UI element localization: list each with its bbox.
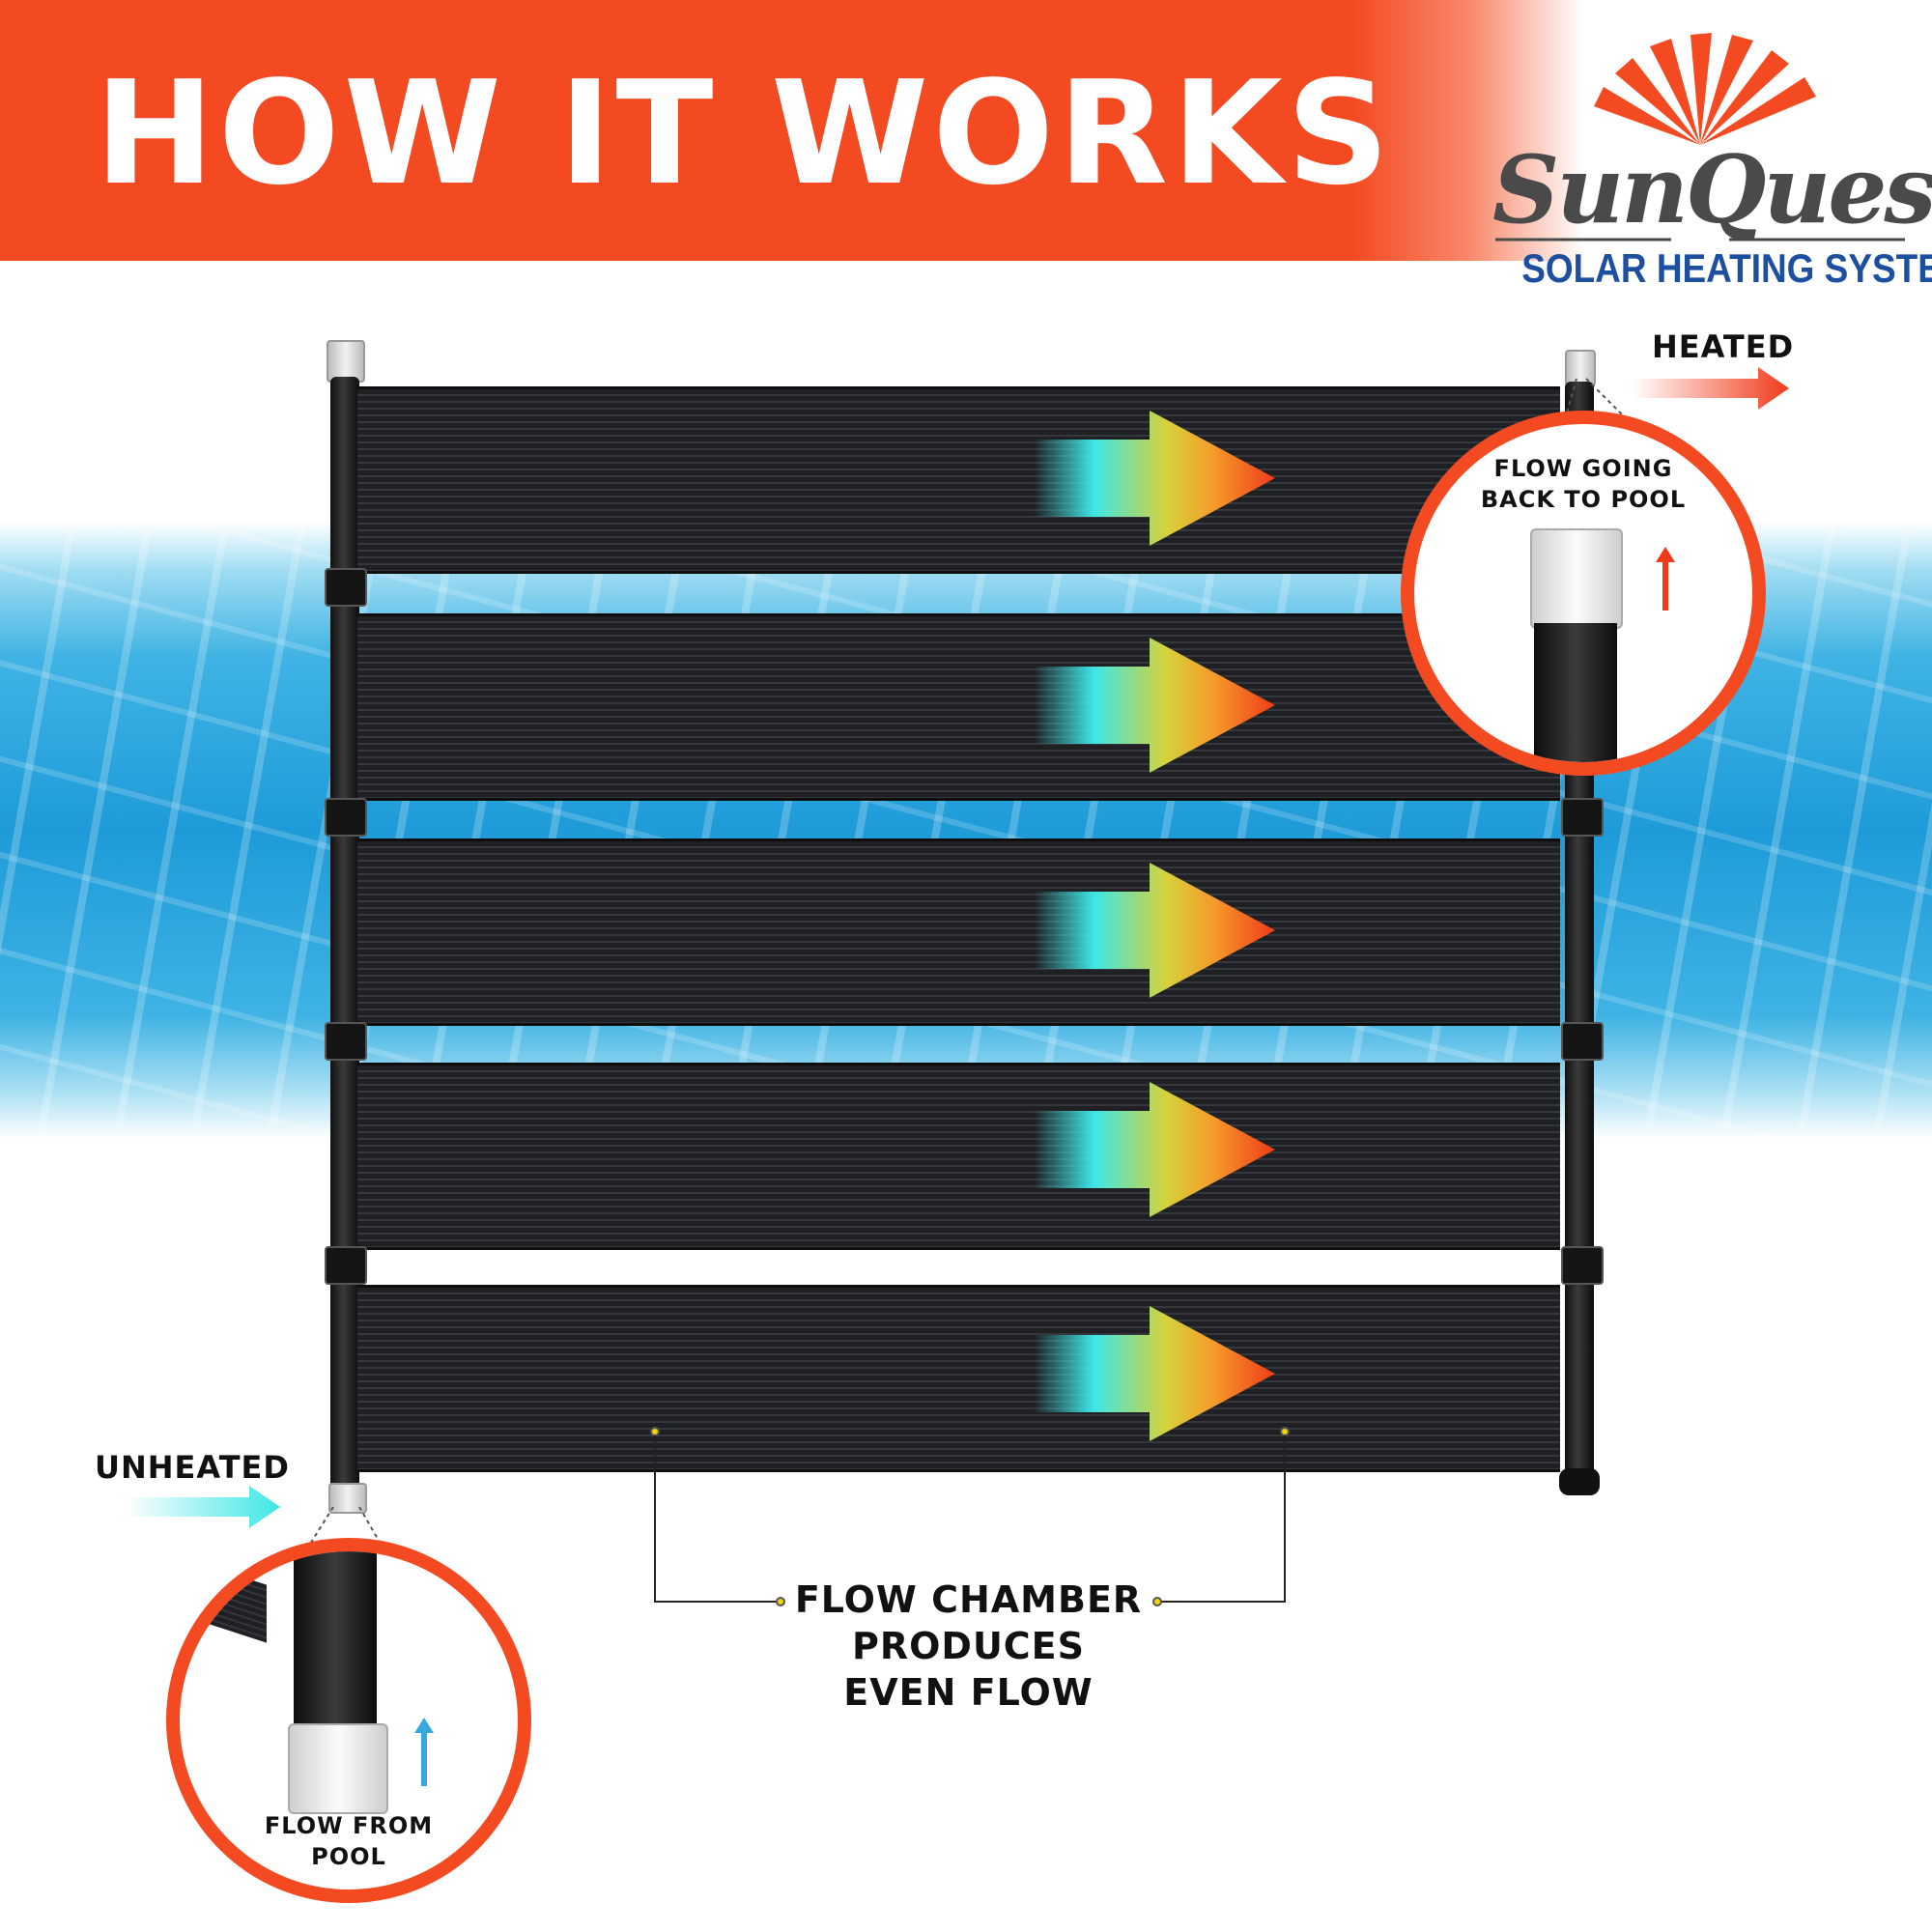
pipe-clamp: [1561, 1246, 1604, 1285]
solar-panel-3: [357, 838, 1560, 1026]
inlet-fitting: [288, 1723, 388, 1814]
outlet-caption-line1: FLOW GOING: [1493, 455, 1673, 482]
unheated-label: UNHEATED: [95, 1449, 290, 1486]
inlet-detail-circle: FLOW FROM POOL: [166, 1538, 531, 1903]
outlet-caption-line2: BACK TO POOL: [1480, 486, 1687, 513]
outlet-fitting: [1530, 528, 1623, 629]
inlet-bottom-cap: [328, 1483, 367, 1514]
flow-chamber-line3: EVEN FLOW: [843, 1671, 1094, 1714]
solar-panel-4: [357, 1063, 1560, 1250]
logo: [1495, 33, 1905, 242]
pipe-clamp: [1561, 798, 1604, 837]
outlet-detail-circle: FLOW GOING BACK TO POOL: [1401, 411, 1766, 776]
flow-chamber-caption: FLOW CHAMBER PRODUCES EVEN FLOW: [773, 1577, 1164, 1716]
flow-chamber-line1: FLOW CHAMBER: [794, 1578, 1143, 1621]
pipe-clamp: [325, 1246, 367, 1285]
pipe-clamp: [325, 568, 367, 607]
pipe-clamp: [325, 1022, 367, 1061]
heated-arrow-icon: [1633, 367, 1789, 410]
heated-label: HEATED: [1652, 328, 1795, 365]
pipe-clamp: [325, 798, 367, 837]
up-arrow-icon: [414, 1718, 434, 1786]
inlet-caption-line1: FLOW FROM: [264, 1812, 434, 1839]
up-arrow-icon: [1656, 547, 1675, 611]
inlet-top-cap: [327, 340, 365, 383]
inlet-caption-line2: POOL: [311, 1843, 386, 1870]
header-banner: [0, 0, 1932, 261]
logo-brand: SunQuest: [1492, 135, 1932, 244]
inlet-caption: FLOW FROM POOL: [180, 1810, 518, 1872]
sun-rays-icon: [1594, 33, 1816, 145]
outlet-pipe: [1534, 623, 1617, 762]
solar-panel-5: [357, 1285, 1560, 1472]
logo-tagline: SOLAR HEATING SYSTEM: [1521, 245, 1932, 291]
outlet-bottom-cap: [1559, 1468, 1600, 1495]
solar-panel-2: [357, 613, 1560, 801]
page-title: HOW IT WORKS: [95, 50, 1394, 216]
inlet-pipe: [294, 1551, 377, 1725]
flow-chamber-line2: PRODUCES: [851, 1625, 1086, 1667]
solar-panel-1: [357, 386, 1560, 574]
pipe-clamp: [1561, 1022, 1604, 1061]
outlet-caption: FLOW GOING BACK TO POOL: [1414, 453, 1752, 515]
inlet-panel-edge: [180, 1556, 267, 1643]
left-header-pipe: [330, 377, 359, 1488]
unheated-arrow-icon: [126, 1486, 280, 1528]
